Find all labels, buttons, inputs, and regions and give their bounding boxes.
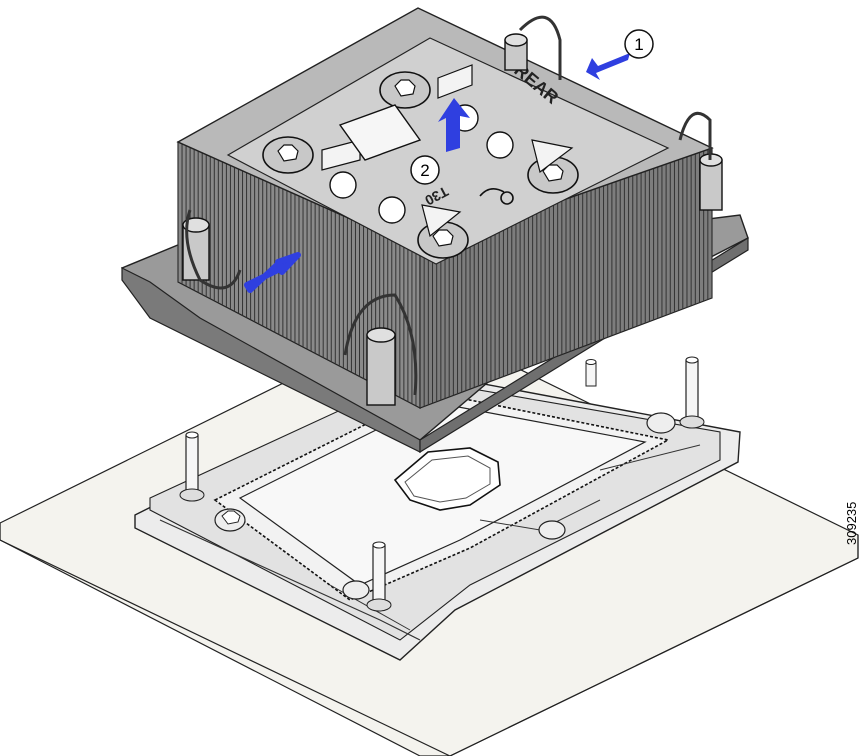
socket-post: [585, 359, 597, 387]
motherboard-edge: [0, 523, 859, 756]
cpu-socket: [134, 371, 741, 661]
callout-2-number: 2: [420, 161, 429, 180]
lid-marking: [437, 64, 473, 99]
socket-post: [179, 431, 205, 502]
captive-screw-icon: [504, 15, 562, 80]
torx-fastener-icon: [342, 580, 370, 600]
callout-2: 2: [410, 155, 440, 185]
callout-1-number: 1: [634, 35, 643, 54]
captive-screw-icon: [678, 111, 723, 211]
lock-icon: [479, 188, 514, 205]
arrow-icon: [586, 53, 630, 80]
torx-fastener-icon: [329, 171, 357, 199]
arrow-icon: [244, 252, 301, 293]
torx-fastener-icon: [262, 136, 314, 174]
cpu-window: [393, 447, 501, 511]
lid-sequence-panel: [338, 104, 422, 161]
torx-fastener-icon: [379, 71, 431, 109]
torx-fastener-icon: [417, 221, 469, 259]
captive-screw-icon: [182, 209, 242, 290]
torx-fastener-icon: [378, 196, 406, 224]
callout-1: 1: [624, 29, 654, 59]
torx-fastener-icon: [486, 131, 514, 159]
torx-fastener-icon: [538, 520, 566, 540]
socket-post: [679, 356, 705, 429]
torx-fastener-icon: [214, 508, 246, 532]
arrow-icon: [438, 98, 470, 152]
captive-screw-icon: [343, 293, 418, 406]
figure-id: 309235: [844, 502, 859, 545]
heatsink-fins: [177, 141, 713, 409]
lid-marking: [421, 204, 462, 238]
torx-fastener-icon: [646, 412, 676, 434]
lid-marking: [531, 139, 574, 174]
socket-post: [366, 541, 392, 612]
lid-marking: [321, 139, 361, 171]
